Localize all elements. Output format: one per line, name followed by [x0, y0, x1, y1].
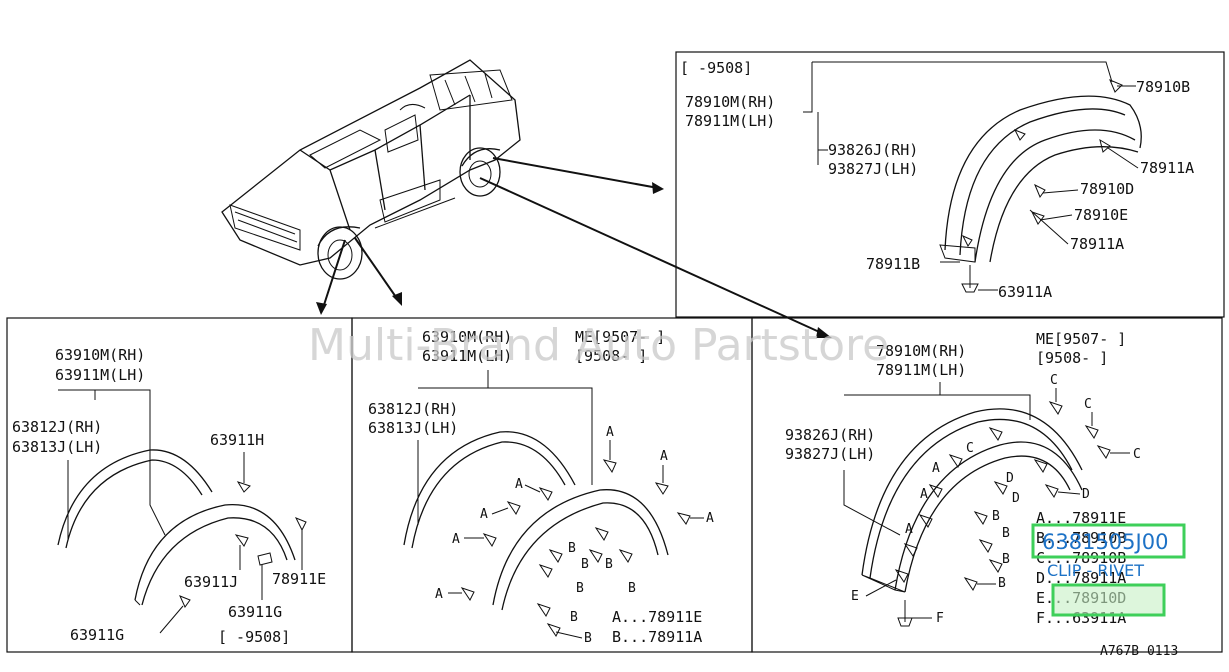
br-fender-rh: 78910M(RH): [876, 342, 966, 360]
br-callout-a3: A: [905, 522, 913, 537]
date-range-label: [ -9508]: [680, 59, 752, 77]
bm-callout-b7: B: [584, 631, 592, 646]
br-mold-rh: 93826J(RH): [785, 426, 875, 444]
bm-callout-a1: A: [606, 425, 614, 440]
label-63911A: 63911A: [998, 283, 1052, 301]
br-range-2: [9508- ]: [1036, 349, 1108, 367]
bm-callout-b5: B: [576, 581, 584, 596]
bm-mold-rh: 63812J(RH): [368, 400, 458, 418]
label-fender-rh: 78910M(RH): [685, 93, 775, 111]
bl-78911E: 78911E: [272, 570, 326, 588]
highlight-box-78910d: [1051, 583, 1166, 617]
bm-range-me: ME[9507- ]: [575, 328, 665, 346]
label-fender-lh: 78911M(LH): [685, 112, 775, 130]
bl-fender-lh: 63911M(LH): [55, 366, 145, 384]
bl-63911G-right: 63911G: [228, 603, 282, 621]
bm-fender-rh: 63910M(RH): [422, 328, 512, 346]
br-callout-d2: D: [1012, 491, 1020, 506]
bm-callout-a2: A: [660, 449, 668, 464]
br-callout-d1: D: [1006, 471, 1014, 486]
highlight-part-number: 6381505J00: [1042, 530, 1168, 554]
bm-legend-a: A...78911E: [612, 608, 702, 626]
br-legend-d: D...78911A: [1036, 569, 1126, 587]
label-78910D: 78910D: [1080, 180, 1134, 198]
bl-date-range: [ -9508]: [218, 628, 290, 646]
label-mold-rh: 93826J(RH): [828, 141, 918, 159]
bm-mold-lh: 63813J(LH): [368, 419, 458, 437]
vehicle-arrows: [316, 157, 832, 338]
bm-callout-a7: A: [435, 587, 443, 602]
bm-callout-b3: B: [605, 557, 613, 572]
bl-mold-rh: 63812J(RH): [12, 418, 102, 436]
bm-callout-b4: B: [628, 581, 636, 596]
br-callout-c3: C: [1133, 447, 1141, 462]
br-legend-b: B...78910B: [1036, 529, 1126, 547]
br-callout-d3: D: [1082, 487, 1090, 502]
br-callout-a1: A: [932, 461, 940, 476]
vehicle-illustration: [221, 59, 521, 280]
diagram-code: A767B 0113: [1100, 644, 1178, 659]
label-mold-lh: 93827J(LH): [828, 160, 918, 178]
br-callout-e: E: [851, 589, 859, 604]
br-callout-b3: B: [1002, 552, 1010, 567]
br-callout-b1: B: [992, 509, 1000, 524]
br-callout-f: F: [936, 611, 944, 626]
br-legend-a: A...78911E: [1036, 509, 1126, 527]
br-range-me: ME[9507- ]: [1036, 330, 1126, 348]
label-78910E: 78910E: [1074, 206, 1128, 224]
bm-legend-b: B...78911A: [612, 628, 702, 646]
label-78910B: 78910B: [1136, 78, 1190, 96]
highlight-part-name: CLIP - RIVET: [1047, 561, 1144, 580]
bl-mold-lh: 63813J(LH): [12, 438, 102, 456]
highlight-overlay: 6381505J00 CLIP - RIVET: [1031, 523, 1186, 617]
bm-callout-b6: B: [570, 610, 578, 625]
br-mold-lh: 93827J(LH): [785, 445, 875, 463]
bm-callout-a5: A: [480, 507, 488, 522]
label-78911B: 78911B: [866, 255, 920, 273]
bm-callout-b2: B: [581, 557, 589, 572]
label-78911A-top: 78911A: [1140, 159, 1194, 177]
bm-callout-a4: A: [515, 477, 523, 492]
bm-callout-a6: A: [452, 532, 460, 547]
br-fender-lh: 78911M(LH): [876, 361, 966, 379]
label-78911A: 78911A: [1070, 235, 1124, 253]
panel-bottom-middle: 63910M(RH) 63911M(LH) ME[9507- ] [9508- …: [351, 317, 753, 653]
bl-fender-rh: 63910M(RH): [55, 346, 145, 364]
br-callout-b4: B: [998, 576, 1006, 591]
bm-fender-lh: 63911M(LH): [422, 347, 512, 365]
panel-top-right: [ -9508] 78910M(RH) 78911M(LH) 93826J(RH…: [675, 51, 1225, 318]
br-callout-c2: C: [1084, 397, 1092, 412]
bm-callout-b1: B: [568, 541, 576, 556]
bl-63911J: 63911J: [184, 573, 238, 591]
highlight-box-part-number: [1031, 523, 1186, 559]
panel-bottom-left: 63910M(RH) 63911M(LH) 63812J(RH) 63813J(…: [6, 317, 353, 653]
bm-range-2: [9508- ]: [575, 347, 647, 365]
bl-63911H: 63911H: [210, 431, 264, 449]
br-callout-c1: C: [1050, 373, 1058, 388]
bl-63911G-left: 63911G: [70, 626, 124, 644]
br-callout-a2: A: [920, 487, 928, 502]
br-callout-c4: C: [966, 441, 974, 456]
watermark-text: Multi-Brand Auto Partstore: [308, 320, 889, 371]
bm-callout-a3: A: [706, 511, 714, 526]
br-callout-b2: B: [1002, 526, 1010, 541]
